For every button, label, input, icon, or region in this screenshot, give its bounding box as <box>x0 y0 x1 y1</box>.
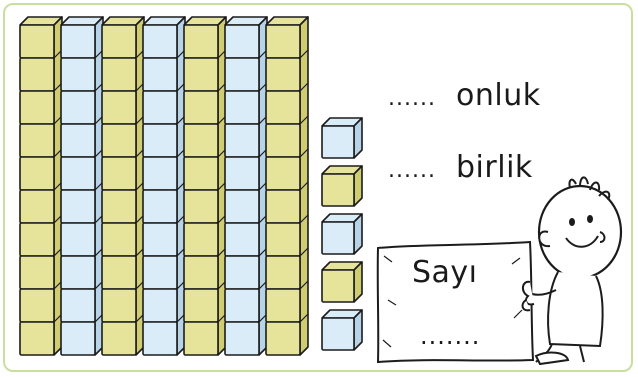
sign-title: Sayı <box>412 255 478 290</box>
tens-label: onluk <box>456 78 541 113</box>
sign-answer-blank: ....... <box>420 322 480 350</box>
tens-blank: ...... <box>388 86 436 111</box>
ones-label: birlik <box>456 150 533 185</box>
ones-blank: ...... <box>388 158 436 183</box>
tens-row: ...... onluk <box>388 78 541 113</box>
ones-row: ...... birlik <box>388 150 533 185</box>
